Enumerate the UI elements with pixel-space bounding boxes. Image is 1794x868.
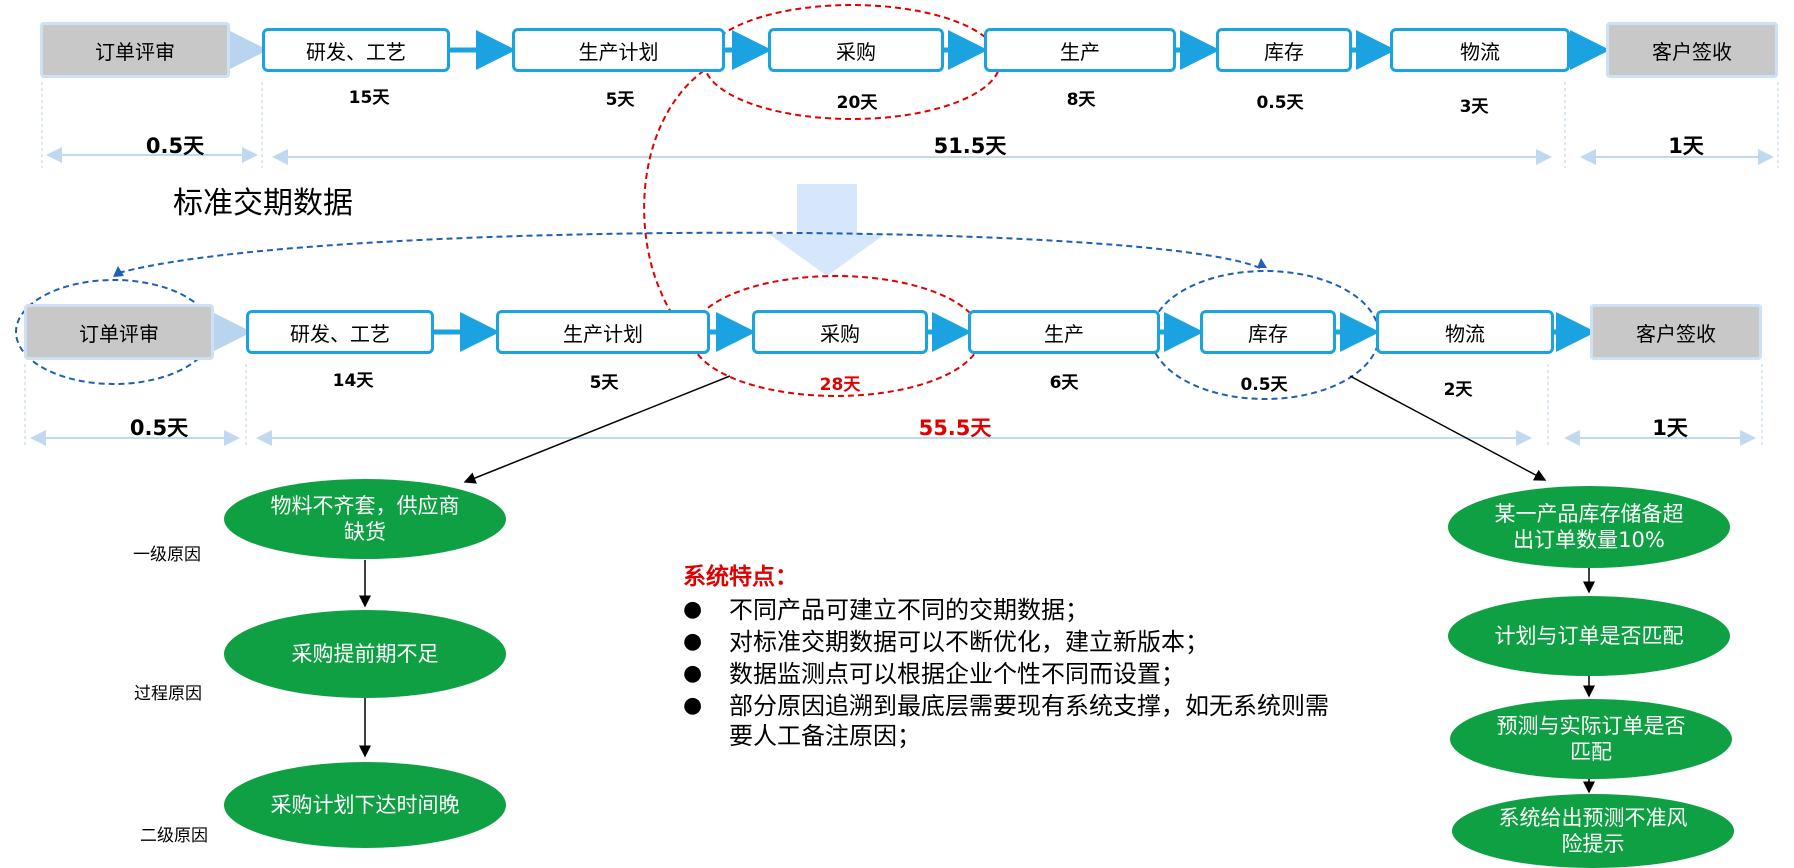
top-step-planning: 生产计划	[512, 28, 725, 72]
feature-item: 数据监测点可以根据企业个性不同而设置；	[683, 659, 1343, 689]
top-days-planning: 5天	[605, 90, 635, 110]
bottom-days-production: 6天	[1049, 373, 1079, 393]
bottom-step-inventory: 库存	[1200, 310, 1336, 354]
level-secondary-cause: 二级原因	[140, 826, 208, 846]
bottom-days-inventory: 0.5天	[1240, 375, 1288, 395]
top-days-purchase: 20天	[836, 93, 878, 113]
top-days-inventory: 0.5天	[1256, 93, 1304, 113]
bottom-days-rd: 14天	[332, 371, 374, 391]
top-step-logistics: 物流	[1390, 28, 1570, 72]
top-step-production: 生产	[984, 28, 1176, 72]
bottom-span-start: 0.5天	[129, 416, 189, 440]
down-arrow	[769, 184, 885, 276]
bottom-span-end: 1天	[1652, 416, 1688, 440]
top-order-review-box: 订单评审	[40, 22, 230, 78]
bottom-step-purchase: 采购	[752, 310, 928, 354]
features-title: 系统特点：	[683, 564, 798, 590]
feature-item: 对标准交期数据可以不断优化，建立新版本；	[683, 627, 1343, 657]
bottom-step-production: 生产	[968, 310, 1160, 354]
bottom-days-purchase: 28天	[819, 375, 861, 395]
cause-node-plan-order-match: 计划与订单是否匹配	[1448, 596, 1730, 676]
level-process-cause: 过程原因	[134, 684, 202, 704]
top-days-logistics: 3天	[1459, 97, 1489, 117]
top-step-inventory: 库存	[1216, 28, 1352, 72]
top-span-start: 0.5天	[145, 134, 205, 158]
top-step-rd: 研发、工艺	[262, 28, 450, 72]
bottom-days-planning: 5天	[589, 373, 619, 393]
top-days-rd: 15天	[348, 88, 390, 108]
bottom-step-planning: 生产计划	[496, 310, 710, 354]
level-primary-cause: 一级原因	[133, 545, 201, 565]
cause-node-plan-issued-late: 采购计划下达时间晚	[224, 762, 506, 848]
feature-item: 不同产品可建立不同的交期数据；	[683, 595, 1343, 625]
cause-node-lead-time-short: 采购提前期不足	[224, 610, 506, 698]
bottom-step-rd: 研发、工艺	[246, 310, 434, 354]
feature-item: 部分原因追溯到最底层需要现有系统支撑，如无系统则需要人工备注原因；	[683, 691, 1343, 751]
top-step-purchase: 采购	[768, 28, 944, 72]
bottom-span-main: 55.5天	[918, 416, 992, 440]
bottom-order-review-box: 订单评审	[24, 304, 214, 360]
standard-lead-time-heading: 标准交期数据	[173, 186, 353, 221]
top-days-production: 8天	[1066, 90, 1096, 110]
cause-node-material-shortage: 物料不齐套，供应商缺货	[224, 479, 506, 559]
top-customer-receipt-box: 客户签收	[1606, 22, 1778, 78]
cause-node-forecast-order-match: 预测与实际订单是否匹配	[1450, 699, 1732, 779]
bottom-customer-receipt-box: 客户签收	[1590, 304, 1762, 360]
cause-node-inventory-excess: 某一产品库存储备超出订单数量10%	[1448, 486, 1730, 568]
system-features: 系统特点： 不同产品可建立不同的交期数据； 对标准交期数据可以不断优化，建立新版…	[683, 557, 1343, 753]
bottom-step-logistics: 物流	[1376, 310, 1554, 354]
top-span-end: 1天	[1668, 134, 1704, 158]
cause-node-forecast-risk-alert: 系统给出预测不准风险提示	[1452, 794, 1734, 868]
top-span-main: 51.5天	[933, 134, 1007, 158]
bottom-days-logistics: 2天	[1443, 380, 1473, 400]
